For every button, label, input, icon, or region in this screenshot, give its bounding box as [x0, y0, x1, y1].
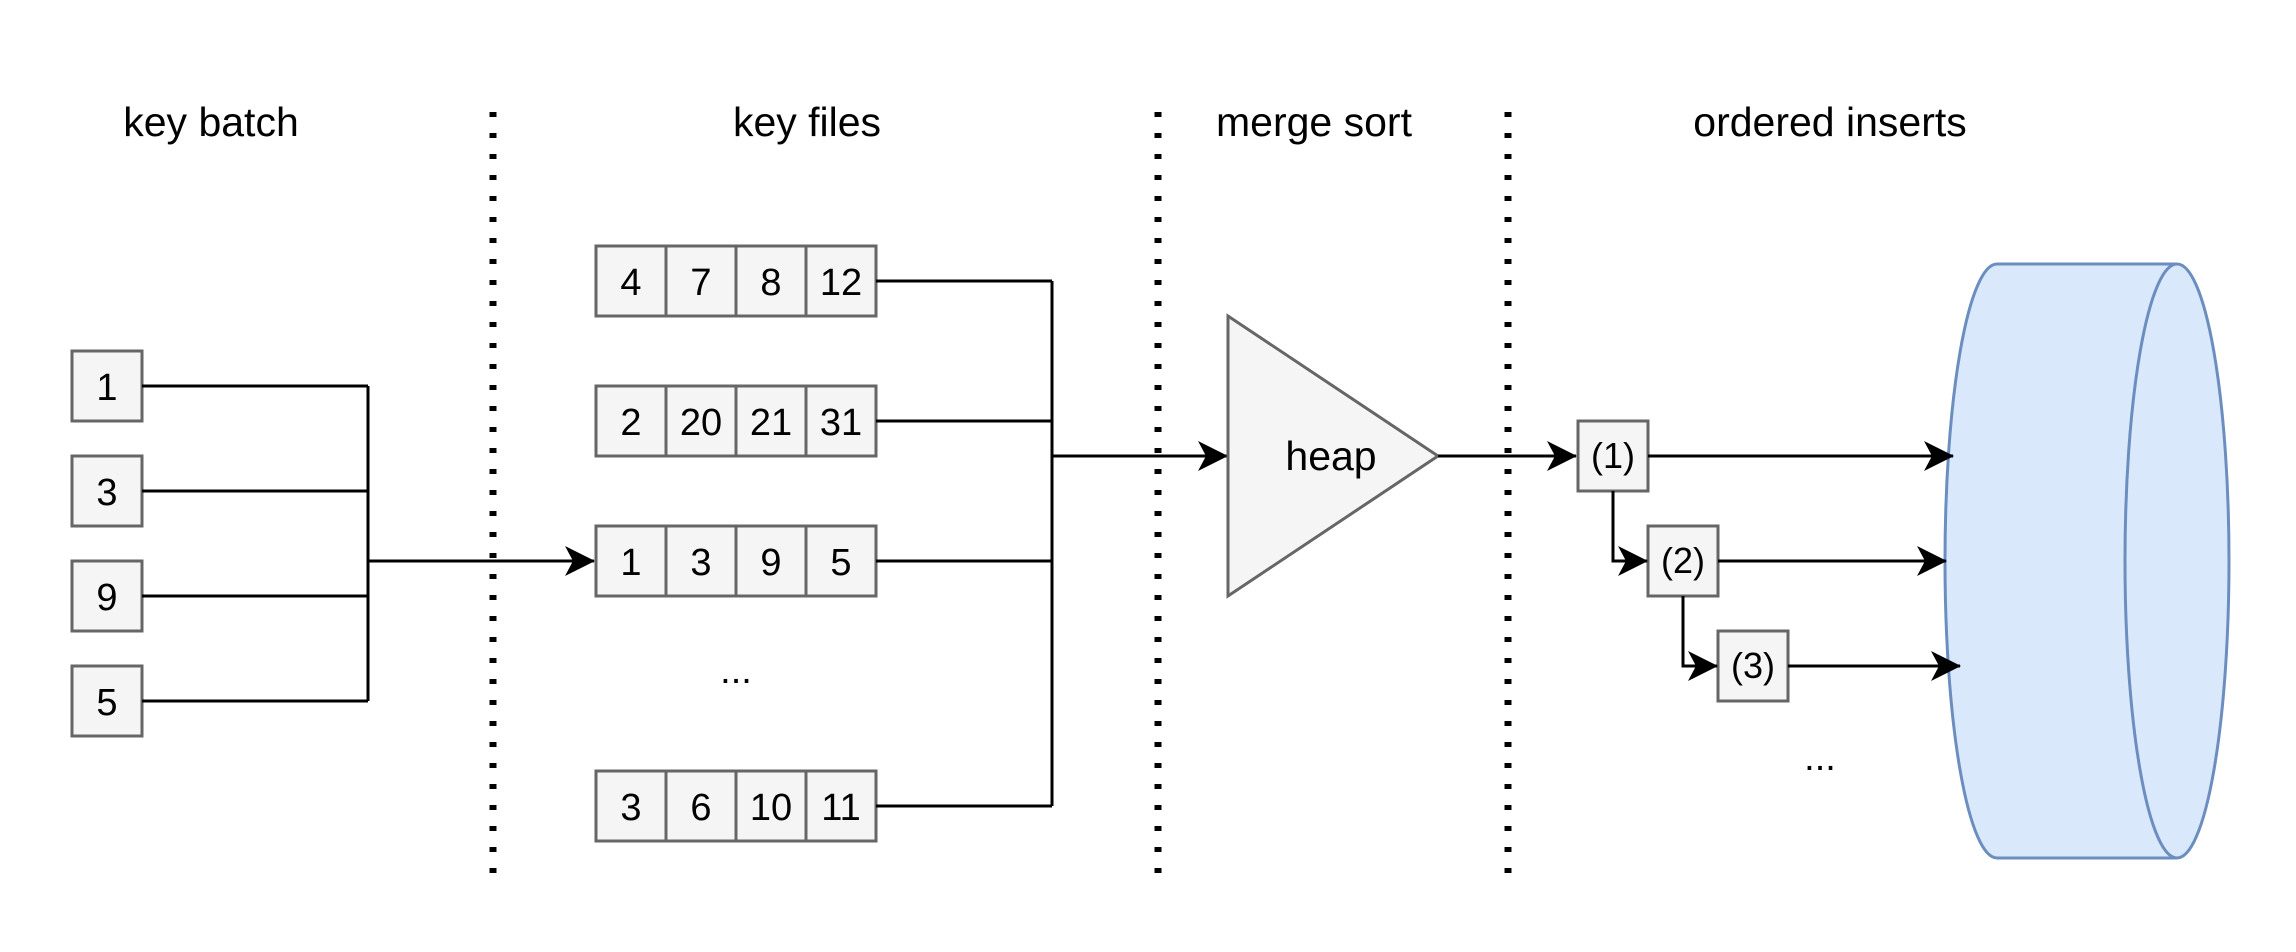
section-header-key-files: key files — [733, 99, 881, 145]
ordered-insert-item: (3) — [1716, 629, 1790, 703]
key-file-cell: 11 — [821, 787, 860, 829]
section-header-key-batch: key batch — [123, 99, 299, 145]
heap-triangle — [1226, 313, 1441, 599]
key-file-cell: 6 — [690, 787, 711, 829]
key-file-cell: 3 — [620, 787, 641, 829]
ordered-inserts-connectors — [1611, 441, 1961, 681]
key-batch-item-label: 3 — [96, 472, 117, 514]
key-batch-item: 3 — [70, 454, 144, 528]
ordered-insert-label: (2) — [1661, 540, 1705, 581]
key-file-cell: 31 — [820, 402, 862, 444]
key-batch-item: 1 — [70, 349, 144, 423]
key-file-row: 1 3 9 5 — [594, 524, 878, 598]
key-batch-connectors — [142, 384, 595, 703]
inserts-ellipsis: ... — [1804, 737, 1836, 779]
database-icon — [1943, 262, 2231, 860]
key-batch: 1 3 9 5 — [70, 349, 144, 738]
ordered-insert-label: (1) — [1591, 435, 1635, 476]
key-file-row: 4 7 8 12 — [594, 244, 878, 318]
key-file-row: 2 20 21 31 — [594, 384, 878, 458]
key-file-cell: 4 — [620, 262, 641, 304]
ordered-insert-label: (3) — [1731, 645, 1775, 686]
section-header-ordered-inserts: ordered inserts — [1693, 99, 1966, 145]
ordered-inserts: (1) (2) (3) ... — [1576, 419, 1836, 779]
key-file-cell: 10 — [750, 787, 792, 829]
key-file-row: 3 6 10 11 — [594, 769, 878, 843]
key-file-cell: 3 — [690, 542, 711, 584]
key-batch-item: 5 — [70, 664, 144, 738]
key-files-ellipsis: ... — [720, 650, 752, 692]
heap-node: heap — [1226, 313, 1441, 599]
ordered-insert-item: (2) — [1646, 524, 1720, 598]
key-files: 4 7 8 12 2 20 21 31 1 3 9 5 ... — [594, 244, 878, 843]
key-file-cell: 1 — [620, 542, 641, 584]
key-batch-item: 9 — [70, 559, 144, 633]
key-file-cell: 2 — [620, 402, 641, 444]
key-file-cell: 8 — [760, 262, 781, 304]
key-file-cell: 7 — [690, 262, 711, 304]
key-file-cell: 5 — [830, 542, 851, 584]
key-file-cell: 20 — [680, 402, 722, 444]
key-batch-item-label: 5 — [96, 682, 117, 724]
heap-label: heap — [1285, 433, 1376, 479]
key-batch-item-label: 9 — [96, 577, 117, 619]
key-file-cell: 9 — [760, 542, 781, 584]
ordered-insert-item: (1) — [1576, 419, 1650, 493]
key-file-cell: 12 — [820, 262, 862, 304]
key-files-connectors — [876, 279, 1228, 808]
key-file-cell: 21 — [750, 402, 792, 444]
section-header-merge-sort: merge sort — [1216, 99, 1413, 145]
key-batch-item-label: 1 — [96, 367, 117, 409]
